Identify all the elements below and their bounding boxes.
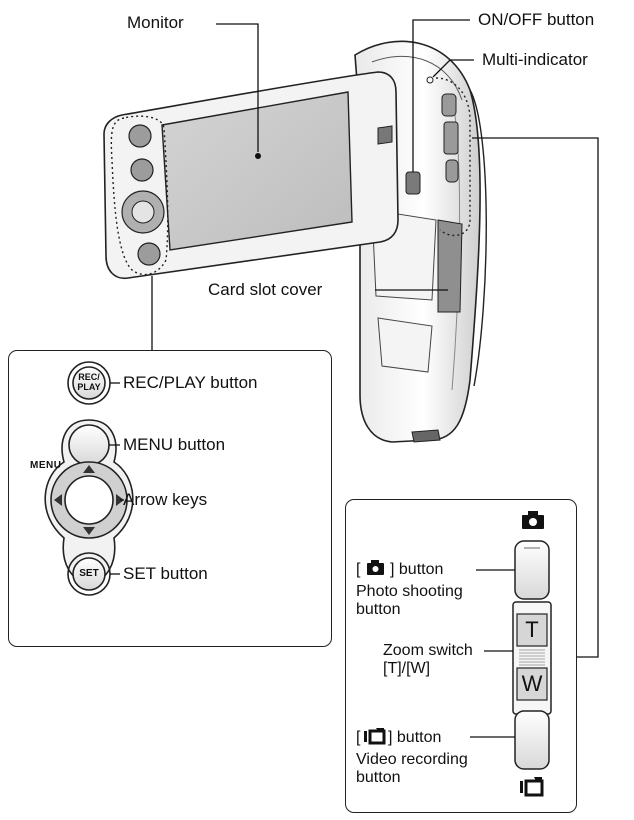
leader-monitor xyxy=(216,23,259,152)
menu-key-caption: MENU xyxy=(30,460,62,471)
set-key-text: SET xyxy=(79,568,99,579)
video-bracket-open: [ xyxy=(356,729,361,746)
video-inline-icon xyxy=(364,728,386,745)
zoom-switch-label: Zoom switch xyxy=(383,642,473,659)
video-desc-line1: Video recording xyxy=(356,751,468,768)
video-icon xyxy=(520,777,544,797)
multi-indicator-label: Multi-indicator xyxy=(482,50,588,69)
arrow-keys-label: Arrow keys xyxy=(123,490,208,509)
photo-shooting-button xyxy=(514,540,550,600)
leader-multi-indicator xyxy=(432,59,474,78)
zoom-w-text: W xyxy=(521,671,543,696)
on-off-button-label: ON/OFF button xyxy=(478,10,595,29)
video-desc-line2: button xyxy=(356,769,401,786)
arrow-up-icon xyxy=(83,465,95,473)
arrow-center xyxy=(64,475,114,525)
monitor-label: Monitor xyxy=(127,13,184,32)
rec-play-button-label: REC/PLAY button xyxy=(123,373,258,392)
rec-play-key-text: REC/ PLAY xyxy=(77,372,101,392)
zoom-switch-tw-label: [T]/[W] xyxy=(383,660,431,677)
video-button-label: ] button xyxy=(388,729,442,746)
rec-play-key xyxy=(72,366,106,400)
leader-side-buttons xyxy=(472,137,599,658)
photo-bracket-open: [ xyxy=(356,561,361,578)
leader-on-off xyxy=(412,19,470,172)
photo-desc-line2: button xyxy=(356,601,401,618)
leader-lines xyxy=(151,19,599,658)
camera-icon xyxy=(522,511,544,529)
menu-button-label: MENU button xyxy=(123,435,226,454)
zoom-t-text: T xyxy=(525,617,539,642)
zoom-t-key xyxy=(516,613,548,647)
card-slot-cover-label: Card slot cover xyxy=(208,280,323,299)
set-button-label: SET button xyxy=(123,564,208,583)
zoom-w-key xyxy=(516,667,548,701)
monitor-panel xyxy=(103,71,399,280)
arrow-down-icon xyxy=(83,527,95,535)
photo-desc-line1: Photo shooting xyxy=(356,583,463,600)
set-key xyxy=(72,557,106,591)
photo-button-label: ] button xyxy=(390,561,444,578)
arrow-left-icon xyxy=(54,494,62,506)
photo-inline-icon xyxy=(367,560,384,575)
video-recording-button xyxy=(514,710,550,770)
